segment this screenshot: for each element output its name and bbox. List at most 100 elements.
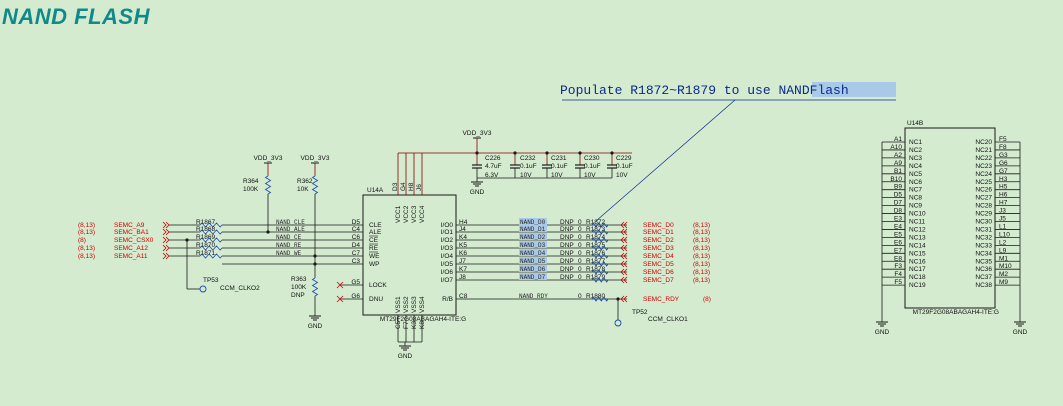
dnp-label: DNP bbox=[560, 219, 574, 226]
u14a-pin-name: WE bbox=[369, 253, 380, 260]
junction-dot bbox=[578, 151, 582, 155]
u14a-body bbox=[362, 194, 457, 316]
resistor-ref: R1869 bbox=[196, 234, 216, 241]
dnp-label: DNP bbox=[560, 226, 574, 233]
u14a-pin-name: VSS1 bbox=[395, 296, 402, 313]
u14a-pin-name: I/O7 bbox=[441, 277, 454, 284]
u14a-pin-name: VSS3 bbox=[411, 296, 418, 313]
net-flag bbox=[623, 228, 628, 236]
resistor-ref: R1877 bbox=[586, 258, 606, 265]
rdy-series-resistor bbox=[591, 296, 609, 302]
u14b-pin-name: NC12 bbox=[909, 226, 926, 233]
u14b-ball: E6 bbox=[894, 239, 902, 246]
u14b-ball: F8 bbox=[999, 144, 1007, 151]
right-net-name: SEMC_D3 bbox=[643, 245, 674, 252]
u14a-pin-num: C3 bbox=[352, 258, 361, 265]
u14b-pin-name: NC5 bbox=[909, 171, 922, 178]
junction-dot bbox=[610, 151, 614, 155]
u14b-pin-name: NC27 bbox=[975, 195, 992, 202]
left-net-name: SEMC_A12 bbox=[114, 245, 148, 252]
rdy-net-name: SEMC_RDY bbox=[643, 296, 680, 303]
right-net-name: SEMC_D6 bbox=[643, 269, 674, 276]
right-net-ref: (8,13) bbox=[693, 261, 710, 268]
pullup-resistor bbox=[264, 175, 272, 195]
nand-net-label: NAND_RE bbox=[276, 242, 302, 249]
pulldown-gnd-label: GND bbox=[308, 323, 323, 330]
pulldown-value: 100K bbox=[291, 284, 307, 291]
rdy-net-ref: (8) bbox=[703, 296, 711, 303]
left-net-name: SEMC_BA1 bbox=[114, 229, 149, 236]
dnp-label: DNP bbox=[560, 266, 574, 273]
net-flag bbox=[620, 260, 625, 268]
u14b-ball: E5 bbox=[894, 231, 902, 238]
u14b-pin-name: NC38 bbox=[975, 282, 992, 289]
io-series-resistor bbox=[591, 277, 609, 283]
page-title: NAND FLASH bbox=[2, 4, 150, 29]
nand-net-highlight bbox=[519, 241, 547, 248]
u14b-ball: H6 bbox=[999, 192, 1008, 199]
u14b-ball: J5 bbox=[999, 216, 1006, 223]
left-net-ref: (8) bbox=[78, 237, 86, 244]
cap-voltage: 6.3V bbox=[485, 172, 499, 179]
right-net-name: SEMC_D4 bbox=[643, 253, 674, 260]
u14b-pin-name: NC21 bbox=[975, 147, 992, 154]
u14b-pin-name: NC33 bbox=[975, 242, 992, 249]
dnp-label: DNP bbox=[560, 242, 574, 249]
io-series-resistor bbox=[591, 269, 609, 275]
net-flag bbox=[623, 276, 628, 284]
net-flag bbox=[162, 252, 167, 260]
u14a-pin-name: VCC3 bbox=[411, 205, 418, 223]
net-flag bbox=[620, 252, 625, 260]
nand-net-highlight bbox=[519, 265, 547, 272]
u14b-ball: H7 bbox=[999, 200, 1008, 207]
left-net-ref: (8,13) bbox=[78, 245, 95, 252]
net-flag bbox=[623, 236, 628, 244]
u14b-ball: F3 bbox=[894, 263, 902, 270]
u14b-ball: J3 bbox=[999, 208, 1006, 215]
resistor-ref: R1871 bbox=[196, 250, 216, 257]
nand-net-label: NAND_D5 bbox=[520, 258, 546, 265]
resistor-value: 0 bbox=[578, 258, 582, 265]
left-net-name: SEMC_A11 bbox=[114, 253, 148, 260]
u14a-pin-name: VSS2 bbox=[403, 296, 410, 313]
pullup-resistor bbox=[311, 175, 319, 195]
u14b-pin-name: NC30 bbox=[975, 219, 992, 226]
design-note-prefix: Populate R1872~R1879 to use bbox=[560, 83, 778, 98]
u14b-ball: M2 bbox=[999, 271, 1008, 278]
u14a-pin-num: K4 bbox=[459, 234, 467, 241]
cap-value: 0.1uF bbox=[584, 163, 601, 170]
resistor-ref: R1880 bbox=[586, 293, 606, 300]
resistor-ref: R1870 bbox=[196, 242, 216, 249]
u14a-pin-num: H4 bbox=[459, 219, 468, 226]
nand-net-highlight bbox=[519, 257, 547, 264]
u14b-right-gnd-label: GND bbox=[1013, 329, 1028, 336]
u14b-ball: E4 bbox=[894, 223, 902, 230]
left-net-name: SEMC_CSX0 bbox=[114, 237, 154, 244]
u14a-pin-name: ALE bbox=[369, 229, 382, 236]
u14b-ball: B1 bbox=[894, 168, 902, 175]
net-flag bbox=[620, 228, 625, 236]
left-series-resistor bbox=[199, 245, 223, 251]
resistor-value: 0 bbox=[578, 219, 582, 226]
u14b-pin-name: NC2 bbox=[909, 147, 922, 154]
u14b-ball: L2 bbox=[999, 239, 1007, 246]
u14b-ball: B10 bbox=[890, 176, 902, 183]
nand-net-label: NAND_D6 bbox=[520, 266, 546, 273]
u14b-pin-name: NC31 bbox=[975, 226, 992, 233]
net-flag bbox=[620, 221, 625, 229]
nand-net-highlight bbox=[519, 273, 547, 280]
u14a-pin-num: D4 bbox=[352, 242, 361, 249]
u14b-pin-name: NC8 bbox=[909, 195, 922, 202]
dnp-label: DNP bbox=[560, 234, 574, 241]
io-series-resistor bbox=[591, 261, 609, 267]
pullup-power-label: VDD_3V3 bbox=[254, 155, 283, 162]
design-note: Populate R1872~R1879 to use NANDFlash bbox=[560, 83, 849, 98]
net-flag bbox=[623, 268, 628, 276]
resistor-value: 0 bbox=[578, 234, 582, 241]
u14b-pin-name: NC18 bbox=[909, 274, 926, 281]
u14b-part: MT29F2G08ABAGAH4-ITE:G bbox=[913, 309, 999, 316]
resistor-ref: R1879 bbox=[586, 274, 606, 281]
u14b-ball: H3 bbox=[999, 176, 1008, 183]
u14b-pin-name: NC15 bbox=[909, 250, 926, 257]
